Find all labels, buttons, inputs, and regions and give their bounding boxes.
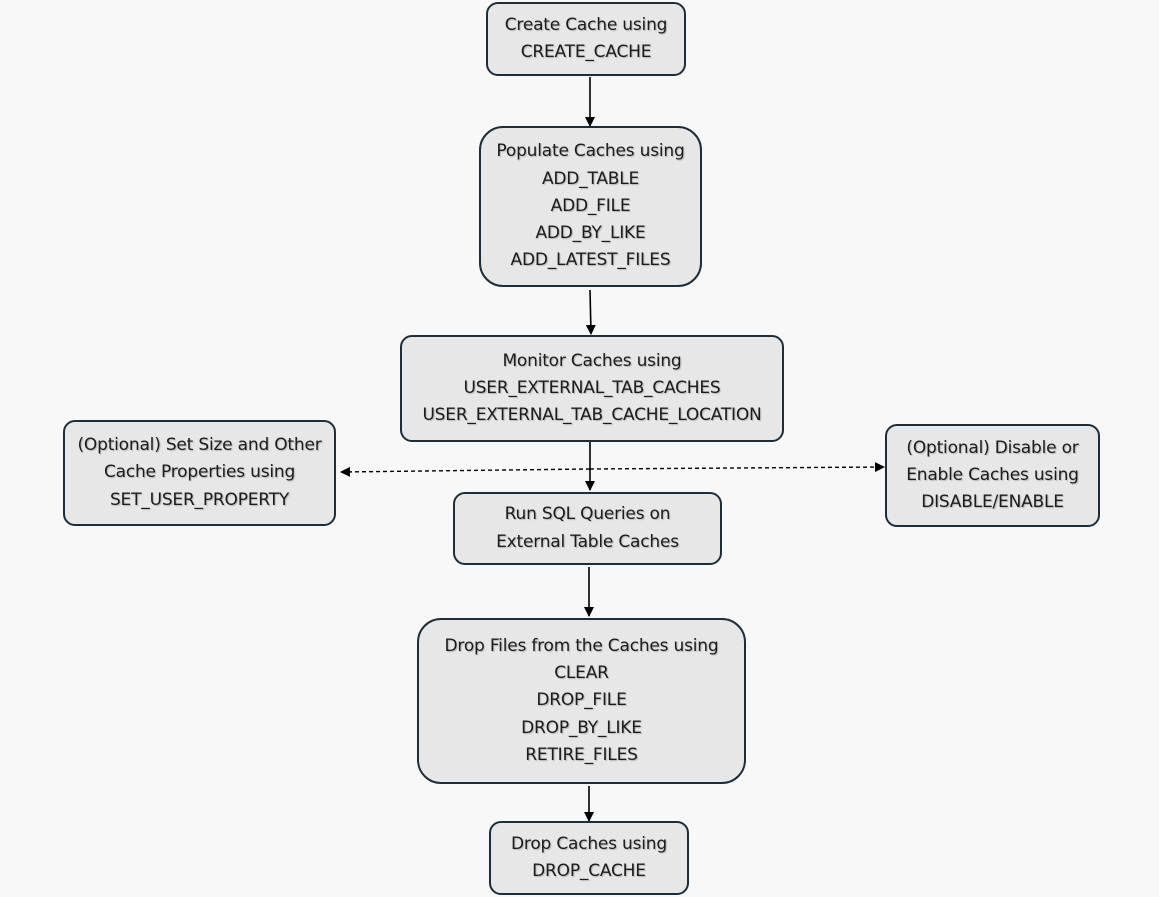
node-text-line: Enable Caches using [906, 464, 1079, 485]
node-disable-enable: (Optional) Disable or Enable Caches usin… [885, 424, 1100, 527]
node-text-line: USER_EXTERNAL_TAB_CACHE_LOCATION [422, 405, 762, 426]
node-text-line: External Table Caches [496, 531, 679, 552]
node-text-line: Create Cache using [504, 14, 668, 35]
node-text-line: Drop Caches using [511, 833, 667, 854]
node-drop-caches: Drop Caches using DROP_CACHE [489, 821, 689, 895]
dashed-arrow-to-set-size [340, 466, 591, 477]
node-set-user-property: (Optional) Set Size and Other Cache Prop… [63, 420, 336, 526]
node-text-line: DROP_CACHE [532, 861, 646, 881]
node-text-line: ADD_BY_LIKE [535, 223, 646, 244]
node-text-line: Run SQL Queries on [504, 504, 671, 525]
node-text-line: DROP_FILE [536, 690, 627, 711]
node-text-line: CREATE_CACHE [520, 42, 652, 62]
node-text-line: Monitor Caches using [502, 350, 682, 371]
dashed-arrow-to-disable-enable [589, 462, 885, 473]
node-populate-caches: Populate Caches using ADD_TABLE ADD_FILE… [479, 126, 702, 287]
node-text-line: (Optional) Disable or [906, 437, 1079, 458]
node-run-sql-queries: Run SQL Queries on External Table Caches [453, 492, 722, 565]
node-text-line: ADD_LATEST_FILES [510, 250, 671, 271]
node-text-line: CLEAR [554, 663, 609, 684]
node-text-line: DISABLE/ENABLE [921, 492, 1064, 513]
node-text-line: DROP_BY_LIKE [521, 717, 642, 738]
node-text-line: (Optional) Set Size and Other [77, 435, 322, 456]
node-text-line: RETIRE_FILES [525, 744, 638, 765]
node-text-line: Drop Files from the Caches using [444, 635, 719, 656]
arrow-populate-to-monitor [585, 289, 596, 335]
node-text-line: ADD_FILE [550, 195, 631, 216]
node-text-line: Cache Properties using [103, 462, 296, 483]
node-text-line: Populate Caches using [496, 141, 685, 162]
node-monitor-caches: Monitor Caches using USER_EXTERNAL_TAB_C… [400, 335, 784, 442]
node-create-cache: Create Cache using CREATE_CACHE [486, 2, 686, 76]
node-text-line: SET_USER_PROPERTY [109, 489, 290, 510]
node-text-line: ADD_TABLE [541, 168, 640, 189]
node-text-line: USER_EXTERNAL_TAB_CACHES [463, 377, 721, 398]
node-drop-files: Drop Files from the Caches using CLEAR D… [417, 618, 746, 784]
